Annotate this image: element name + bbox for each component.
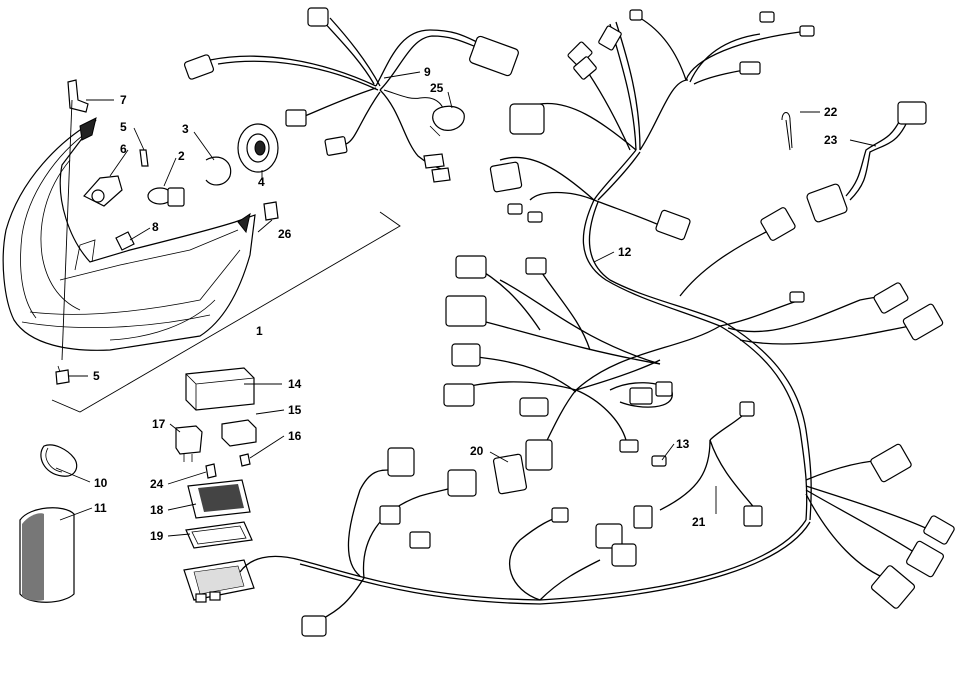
callout-23: 23 [824,133,838,147]
callout-15: 15 [288,403,302,417]
fuse-relay-parts [175,367,257,603]
callout-10: 10 [94,476,108,490]
callout-1: 1 [256,324,263,338]
callout-12: 12 [618,245,632,259]
callout-17: 17 [152,417,166,431]
callout-19: 19 [150,529,164,543]
callout-3: 3 [182,122,189,136]
callout-25: 25 [430,81,444,95]
callout-8: 8 [152,220,159,234]
callout-9: 9 [424,65,431,79]
upper-harness [183,7,519,183]
leader-lines [55,71,877,537]
connector-22-23 [781,101,927,223]
headlight-assembly [2,79,401,413]
callout-21: 21 [692,515,706,529]
callout-11: 11 [94,501,107,515]
callout-18: 18 [150,503,164,517]
callout-labels: 1 2 3 4 5 5 6 7 8 9 10 11 12 13 14 15 16… [93,65,838,543]
callout-24: 24 [150,477,164,491]
callout-7: 7 [120,93,127,107]
callout-6: 6 [120,142,127,156]
callout-5-bottom: 5 [93,369,100,383]
callout-14: 14 [288,377,302,391]
main-harness [239,9,955,637]
clamp-and-sleeve [19,444,78,603]
callout-4: 4 [258,175,265,189]
callout-13: 13 [676,437,690,451]
callout-16: 16 [288,429,302,443]
callout-26: 26 [278,227,292,241]
callout-20: 20 [470,444,484,458]
callout-2: 2 [178,149,185,163]
callout-5-top: 5 [120,120,127,134]
callout-22: 22 [824,105,838,119]
